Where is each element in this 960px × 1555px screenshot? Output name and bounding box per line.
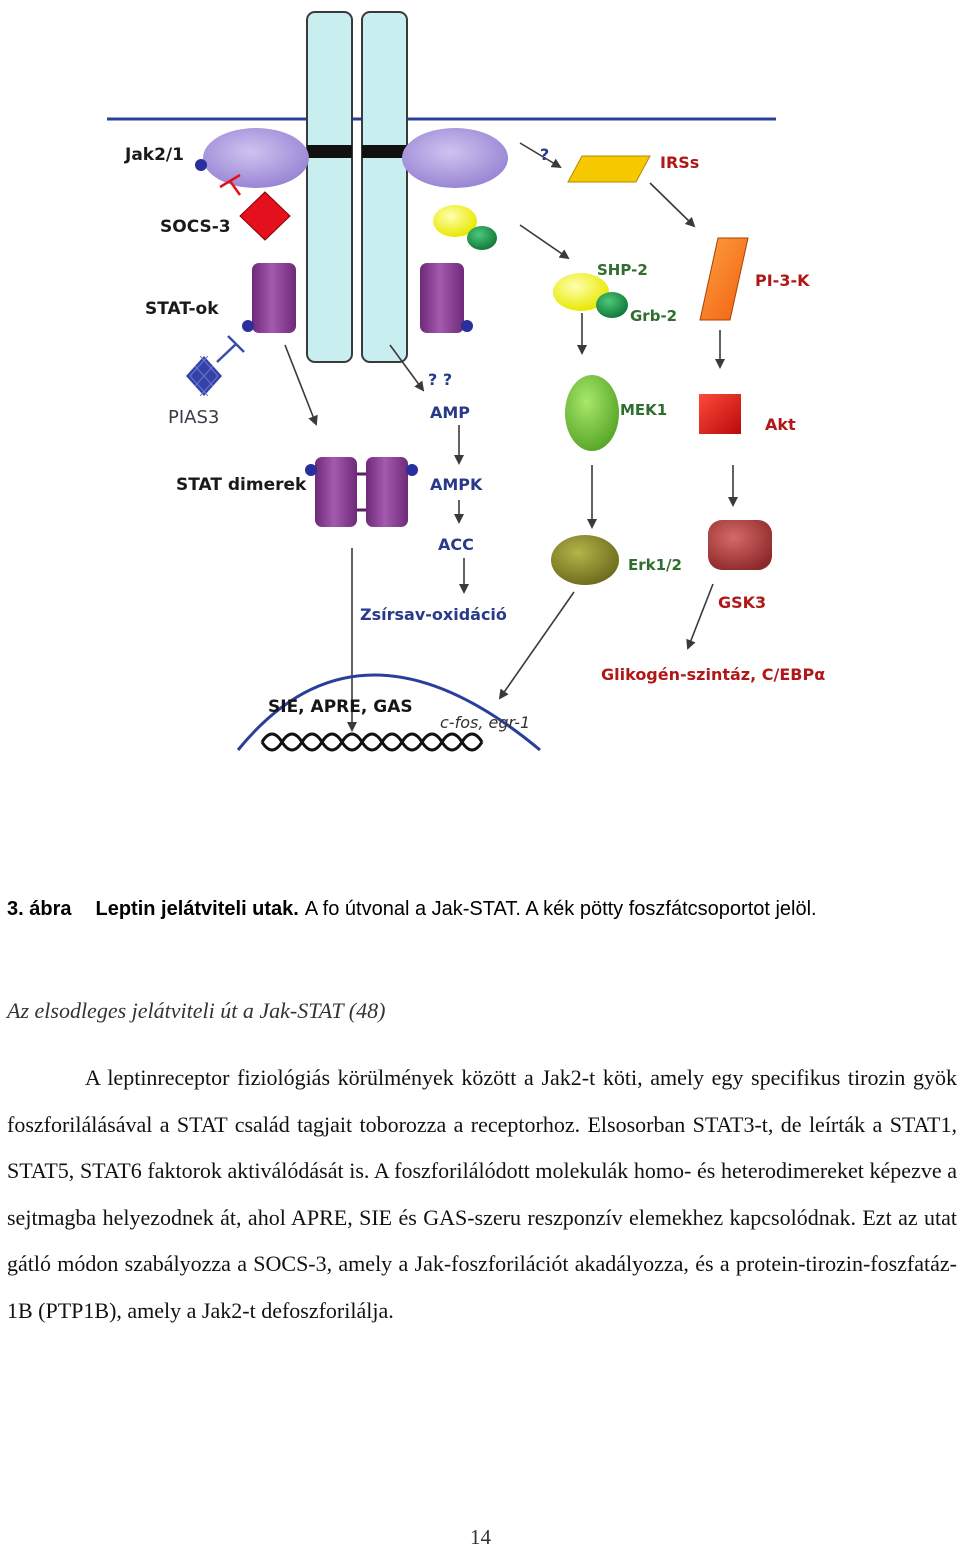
- stat-dimer: [305, 457, 418, 527]
- socs-inhibition-bar: [219, 173, 241, 189]
- mek1-ellipse: [565, 375, 619, 451]
- label-pias: PIAS3: [168, 407, 219, 428]
- jak-ellipse-right: [402, 128, 508, 188]
- caption-number: 3. ábra: [7, 898, 72, 920]
- label-pi3k: PI-3-K: [755, 271, 810, 290]
- adaptor-green-top: [467, 226, 497, 250]
- label-zsirsav: Zsírsav-oxidáció: [360, 605, 507, 624]
- leptin-receptor: [306, 11, 408, 363]
- label-irss: IRSs: [660, 153, 699, 172]
- nucleus-membrane: [236, 673, 541, 752]
- label-ampk: AMPK: [430, 475, 483, 494]
- label-erk: Erk1/2: [628, 556, 682, 574]
- irss-parallelogram: [567, 155, 651, 183]
- label-acc: ACC: [438, 535, 474, 554]
- body-paragraph: A leptinreceptor fiziológiás körülmények…: [7, 1065, 957, 1323]
- pias-inhibition-bar: [227, 335, 245, 353]
- stat-monomer-right: [420, 263, 473, 333]
- label-socs: SOCS-3: [160, 217, 231, 237]
- label-akt: Akt: [765, 415, 796, 434]
- pi3k-parallelogram: [699, 237, 749, 321]
- label-mek1: MEK1: [620, 401, 667, 419]
- pias-inhibition-line: [216, 343, 237, 363]
- page-number: 14: [470, 1525, 491, 1549]
- label-question-top: ?: [540, 145, 549, 164]
- akt-square: [699, 394, 741, 434]
- phosphate-dot: [195, 159, 207, 171]
- label-glikogen: Glikogén-szintáz, C/EBPα: [601, 665, 825, 684]
- label-stat-dimerek: STAT dimerek: [176, 475, 307, 495]
- gsk3-shape: [708, 520, 772, 570]
- label-cfos: c-fos, egr-1: [440, 713, 530, 732]
- section-title: Az elsodleges jelátviteli út a Jak-STAT …: [7, 998, 386, 1023]
- label-shp2: SHP-2: [597, 261, 648, 279]
- caption-text: A fo útvonal a Jak-STAT. A kék pötty fos…: [304, 898, 817, 920]
- figure-caption: 3. ábra Leptin jelátviteli utak.A fo útvo…: [7, 898, 957, 921]
- leptin-signaling-figure: Jak2/1 SOCS-3 STAT-ok PIAS3 STAT dimerek: [107, 11, 825, 752]
- erk-ellipse: [551, 535, 619, 585]
- label-jak: Jak2/1: [124, 145, 184, 165]
- grb2-ellipse: [596, 292, 628, 318]
- label-grb2: Grb-2: [630, 307, 677, 325]
- dna-helix: [260, 732, 484, 752]
- caption-title: Leptin jelátviteli utak.: [95, 898, 299, 920]
- jak-ellipse-left: [203, 128, 309, 188]
- pias-diamond: [186, 355, 222, 397]
- label-gsk3: GSK3: [718, 593, 766, 612]
- socs-diamond: [239, 191, 291, 241]
- adaptor-yellow-top: [433, 205, 477, 237]
- pathway-arrows: [284, 142, 738, 732]
- label-amp: AMP: [430, 403, 470, 422]
- stat-monomer-left: [242, 263, 296, 333]
- shp2-ellipse: [553, 273, 609, 311]
- label-sie: SIE, APRE, GAS: [268, 697, 413, 717]
- label-question-double: ? ?: [428, 370, 452, 389]
- label-stat-ok: STAT-ok: [145, 299, 219, 319]
- socs-inhibition-line: [228, 180, 242, 196]
